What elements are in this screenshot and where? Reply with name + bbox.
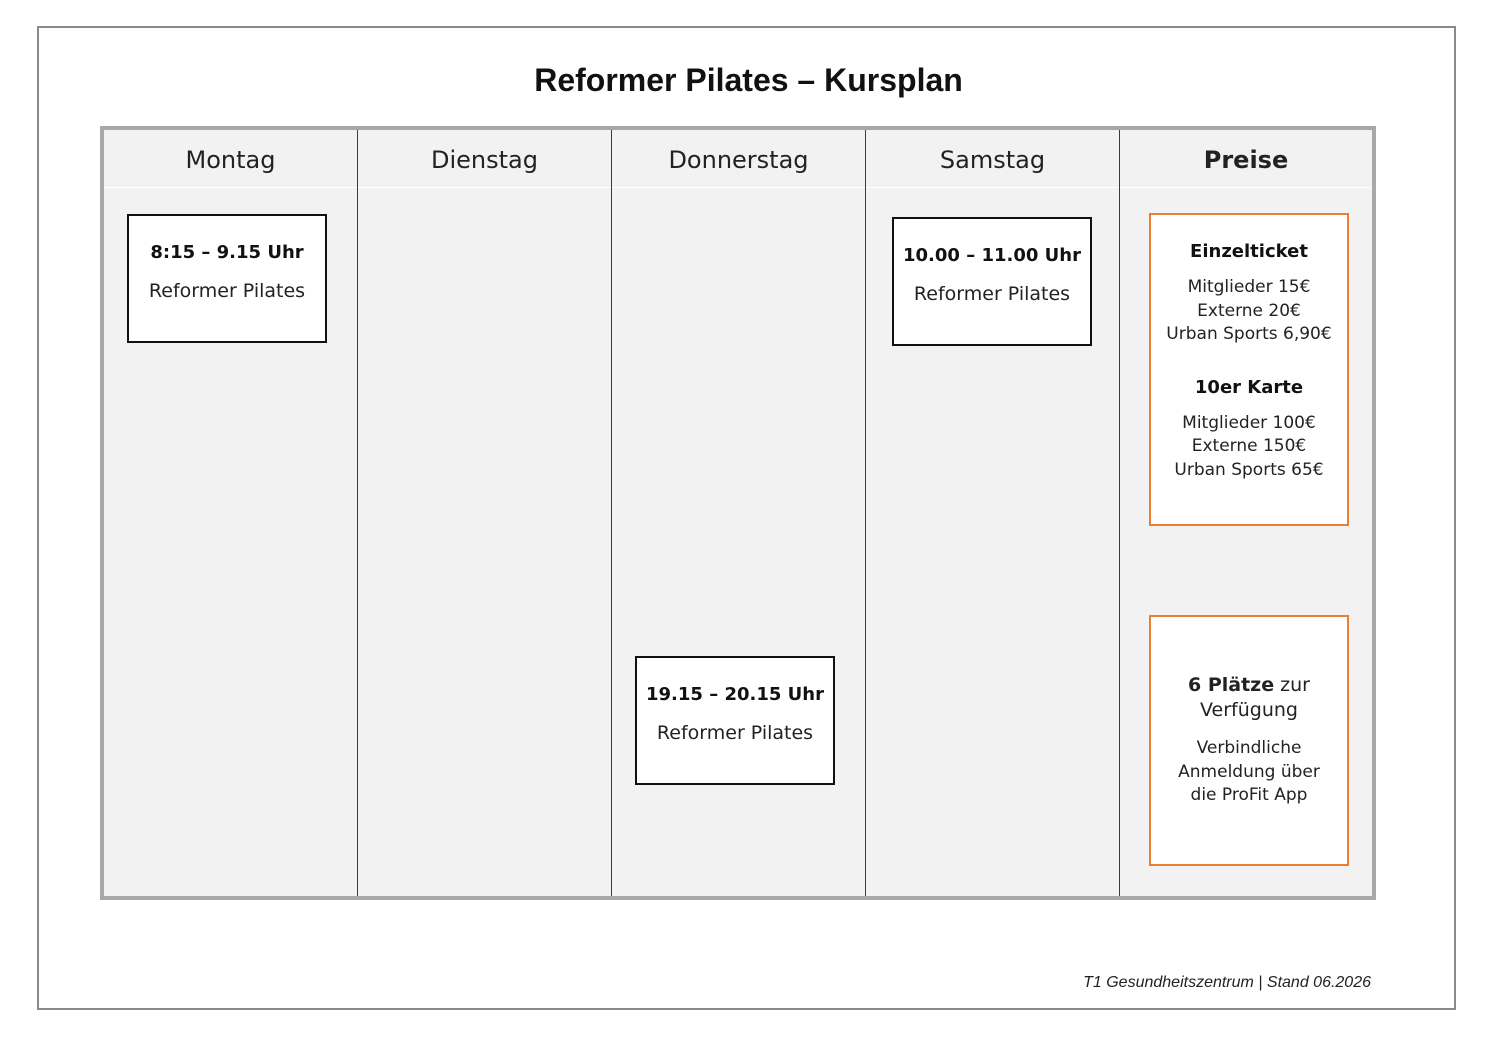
prices-box: Einzelticket Mitglieder 15€ Externe 20€ … — [1149, 213, 1349, 526]
session-name: Reformer Pilates — [656, 722, 814, 744]
session-time: 19.15 – 20.15 Uhr — [646, 684, 824, 705]
single-urban-price: Urban Sports 6,90€ — [1166, 324, 1332, 344]
session-card-samstag: 10.00 – 11.00 Uhr Reformer Pilates — [892, 217, 1092, 346]
day-header-donnerstag: Donnerstag — [612, 130, 865, 188]
available-text-line2: Verfügung — [1200, 699, 1298, 721]
day-header-samstag: Samstag — [866, 130, 1119, 188]
page-frame — [37, 26, 1456, 1010]
column-montag: Montag 8:15 – 9.15 Uhr Reformer Pilates — [104, 130, 358, 896]
session-name: Reformer Pilates — [913, 283, 1071, 305]
day-header-preise: Preise — [1120, 130, 1372, 188]
registration-note-line2: Anmeldung über — [1178, 761, 1320, 782]
day-header-montag: Montag — [104, 130, 357, 188]
column-donnerstag: Donnerstag 19.15 – 20.15 Uhr Reformer Pi… — [612, 130, 866, 896]
column-samstag: Samstag 10.00 – 11.00 Uhr Reformer Pilat… — [866, 130, 1120, 896]
schedule-table: Montag 8:15 – 9.15 Uhr Reformer Pilates … — [100, 126, 1376, 900]
day-header-dienstag: Dienstag — [358, 130, 611, 188]
single-members-price: Mitglieder 15€ — [1187, 277, 1311, 297]
session-card-montag: 8:15 – 9.15 Uhr Reformer Pilates — [127, 214, 327, 343]
available-text: zur — [1280, 674, 1310, 696]
availability-box: 6 Plätze zur Verfügung Verbindliche Anme… — [1149, 615, 1349, 866]
ten-members-price: Mitglieder 100€ — [1182, 412, 1316, 433]
column-dienstag: Dienstag — [358, 130, 612, 896]
registration-note-line3: die ProFit App — [1190, 785, 1308, 805]
page-title: Reformer Pilates – Kursplan — [534, 62, 963, 98]
session-card-donnerstag: 19.15 – 20.15 Uhr Reformer Pilates — [635, 656, 835, 785]
ten-urban-price: Urban Sports 65€ — [1174, 459, 1324, 480]
available-slots: 6 Plätze zur — [1151, 673, 1347, 698]
session-time: 10.00 – 11.00 Uhr — [903, 245, 1081, 266]
available-count: 6 Plätze — [1188, 674, 1275, 696]
single-ticket-heading: Einzelticket — [1190, 241, 1308, 262]
single-external-price: Externe 20€ — [1197, 300, 1301, 321]
ten-card-heading: 10er Karte — [1194, 376, 1304, 398]
column-preise: Preise Einzelticket Mitglieder 15€ Exter… — [1120, 130, 1372, 896]
ten-external-price: Externe 150€ — [1191, 436, 1307, 456]
session-time: 8:15 – 9.15 Uhr — [150, 242, 304, 263]
session-name: Reformer Pilates — [148, 280, 306, 302]
footer-note: T1 Gesundheitszentrum | Stand 06.2026 — [1083, 974, 1371, 991]
registration-note-line1: Verbindliche — [1196, 738, 1302, 758]
